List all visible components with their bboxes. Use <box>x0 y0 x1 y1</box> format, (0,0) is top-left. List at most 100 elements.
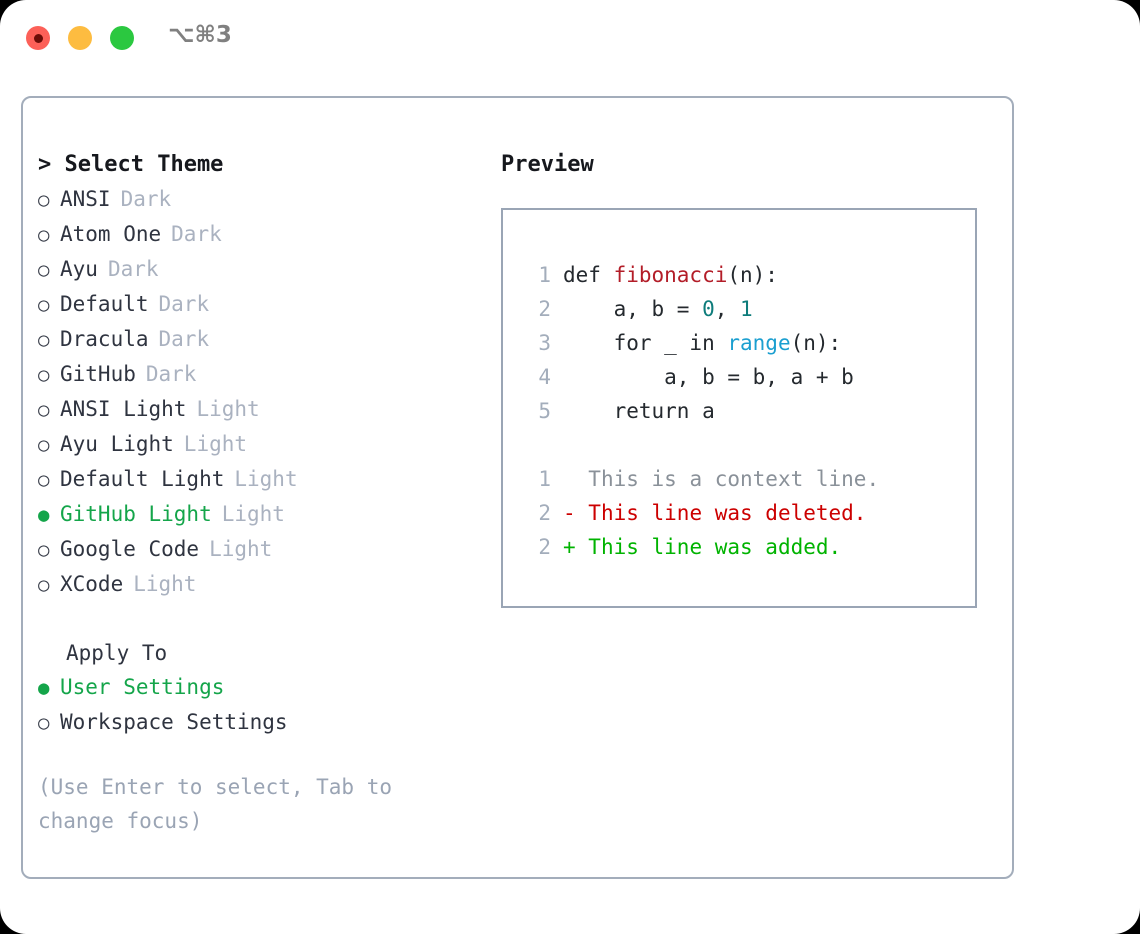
apply-to-option-workspace-settings[interactable]: ○Workspace Settings <box>38 705 478 740</box>
code-token-plain: a, b = <box>563 297 703 321</box>
diff-line-number: 1 <box>538 467 551 491</box>
code-token-fn: fibonacci <box>613 263 728 287</box>
keyboard-shortcut-label: ⌥⌘3 <box>168 22 232 48</box>
theme-variant-tag: Light <box>183 432 248 456</box>
theme-variant-tag: Dark <box>107 257 159 281</box>
radio-unselected-icon: ○ <box>38 469 50 491</box>
theme-variant-tag: Light <box>221 502 285 526</box>
list-spacer <box>38 602 478 636</box>
code-line-text: a, b = 0, 1 <box>563 292 753 326</box>
theme-variant-tag: Light <box>209 537 273 561</box>
apply-to-list[interactable]: ●User Settings○Workspace Settings <box>38 670 478 740</box>
diff-line-del: 2- This line was deleted. <box>521 496 975 530</box>
radio-unselected-icon: ○ <box>38 259 50 281</box>
code-line-number: 5 <box>538 399 551 423</box>
code-diff-gap <box>521 428 975 462</box>
radio-unselected-icon: ○ <box>38 329 50 351</box>
radio-unselected-icon: ○ <box>38 294 50 316</box>
theme-variant-tag: Dark <box>120 187 172 211</box>
radio-unselected-icon: ○ <box>38 189 50 211</box>
theme-option-atom-one[interactable]: ○ Atom One Dark <box>38 217 478 252</box>
theme-option-label: ANSI <box>60 187 111 211</box>
code-line: 4 a, b = b, a + b <box>521 360 975 394</box>
theme-option-label: GitHub Light <box>60 502 212 526</box>
theme-option-label: Default Light <box>60 467 225 491</box>
keyboard-hint: (Use Enter to select, Tab to change focu… <box>38 775 393 833</box>
radio-unselected-icon: ○ <box>38 434 50 456</box>
diff-line-number: 2 <box>538 535 551 559</box>
diff-sign <box>563 462 588 496</box>
radio-unselected-icon: ○ <box>38 399 50 421</box>
apply-to-option-user-settings[interactable]: ●User Settings <box>38 670 478 705</box>
code-line: 2 a, b = 0, 1 <box>521 292 975 326</box>
diff-line-text: This line was deleted. <box>588 501 867 525</box>
code-line-number: 4 <box>538 365 551 389</box>
apply-to-label: Apply To <box>66 641 168 665</box>
title-bar: ⌥⌘3 <box>0 0 1140 78</box>
theme-option-xcode[interactable]: ○ XCode Light <box>38 567 478 602</box>
theme-option-label: Ayu <box>60 257 98 281</box>
theme-option-ayu[interactable]: ○ Ayu Dark <box>38 252 478 287</box>
recording-indicator-icon <box>33 33 43 43</box>
theme-variant-tag: Dark <box>145 362 197 386</box>
diff-line-ctx: 1 This is a context line. <box>521 462 975 496</box>
theme-option-ansi[interactable]: ○ ANSI Dark <box>38 182 478 217</box>
radio-selected-icon: ● <box>38 504 50 526</box>
theme-option-google-code[interactable]: ○ Google Code Light <box>38 532 478 567</box>
theme-variant-tag: Light <box>196 397 260 421</box>
radio-unselected-icon: ○ <box>38 539 50 561</box>
theme-option-label: Atom One <box>60 222 162 246</box>
code-token-plain: def <box>563 263 614 287</box>
code-line: 5 return a <box>521 394 975 428</box>
theme-option-ansi-light[interactable]: ○ ANSI Light Light <box>38 392 478 427</box>
code-line-number: 2 <box>538 297 551 321</box>
apply-to-option-label: Workspace Settings <box>60 710 288 734</box>
code-token-plain: a, b = b, a + b <box>563 365 854 389</box>
theme-option-label: Dracula <box>60 327 149 351</box>
code-token-plain: (n): <box>790 331 842 355</box>
theme-variant-tag: Dark <box>158 292 210 316</box>
diff-line-add: 2+ This line was added. <box>521 530 975 564</box>
theme-variant-tag: Dark <box>158 327 210 351</box>
theme-option-label: ANSI Light <box>60 397 187 421</box>
radio-unselected-icon: ○ <box>38 574 50 596</box>
theme-option-github[interactable]: ○ GitHub Dark <box>38 357 478 392</box>
theme-option-label: XCode <box>60 572 124 596</box>
theme-option-dracula[interactable]: ○ Dracula Dark <box>38 322 478 357</box>
code-token-plain: return a <box>563 399 715 423</box>
theme-variant-tag: Dark <box>171 222 222 246</box>
code-token-num: 1 <box>740 297 753 321</box>
select-theme-heading: > Select Theme <box>38 152 224 177</box>
close-button[interactable] <box>26 26 50 50</box>
theme-option-default[interactable]: ○ Default Dark <box>38 287 478 322</box>
code-line-number: 3 <box>538 331 551 355</box>
radio-selected-icon: ● <box>38 677 50 699</box>
theme-option-label: Default <box>60 292 149 316</box>
theme-variant-tag: Light <box>133 572 197 596</box>
code-token-plain: , <box>714 297 741 321</box>
minimize-button[interactable] <box>68 26 92 50</box>
theme-option-github-light[interactable]: ● GitHub Light Light <box>38 497 478 532</box>
radio-unselected-icon: ○ <box>38 224 50 246</box>
theme-option-label: GitHub <box>60 362 136 386</box>
code-line-text: def fibonacci(n): <box>563 258 778 292</box>
theme-option-label: Google Code <box>60 537 200 561</box>
preview-heading: Preview <box>501 152 594 177</box>
code-token-num: 0 <box>702 297 715 321</box>
code-token-call: range <box>727 331 791 355</box>
code-line: 3 for _ in range(n): <box>521 326 975 360</box>
window-controls <box>26 26 134 50</box>
code-line-text: for _ in range(n): <box>563 326 842 360</box>
code-token-plain: for _ in <box>563 331 728 355</box>
maximize-button[interactable] <box>110 26 134 50</box>
radio-unselected-icon: ○ <box>38 364 50 386</box>
code-line-text: return a <box>563 394 715 428</box>
